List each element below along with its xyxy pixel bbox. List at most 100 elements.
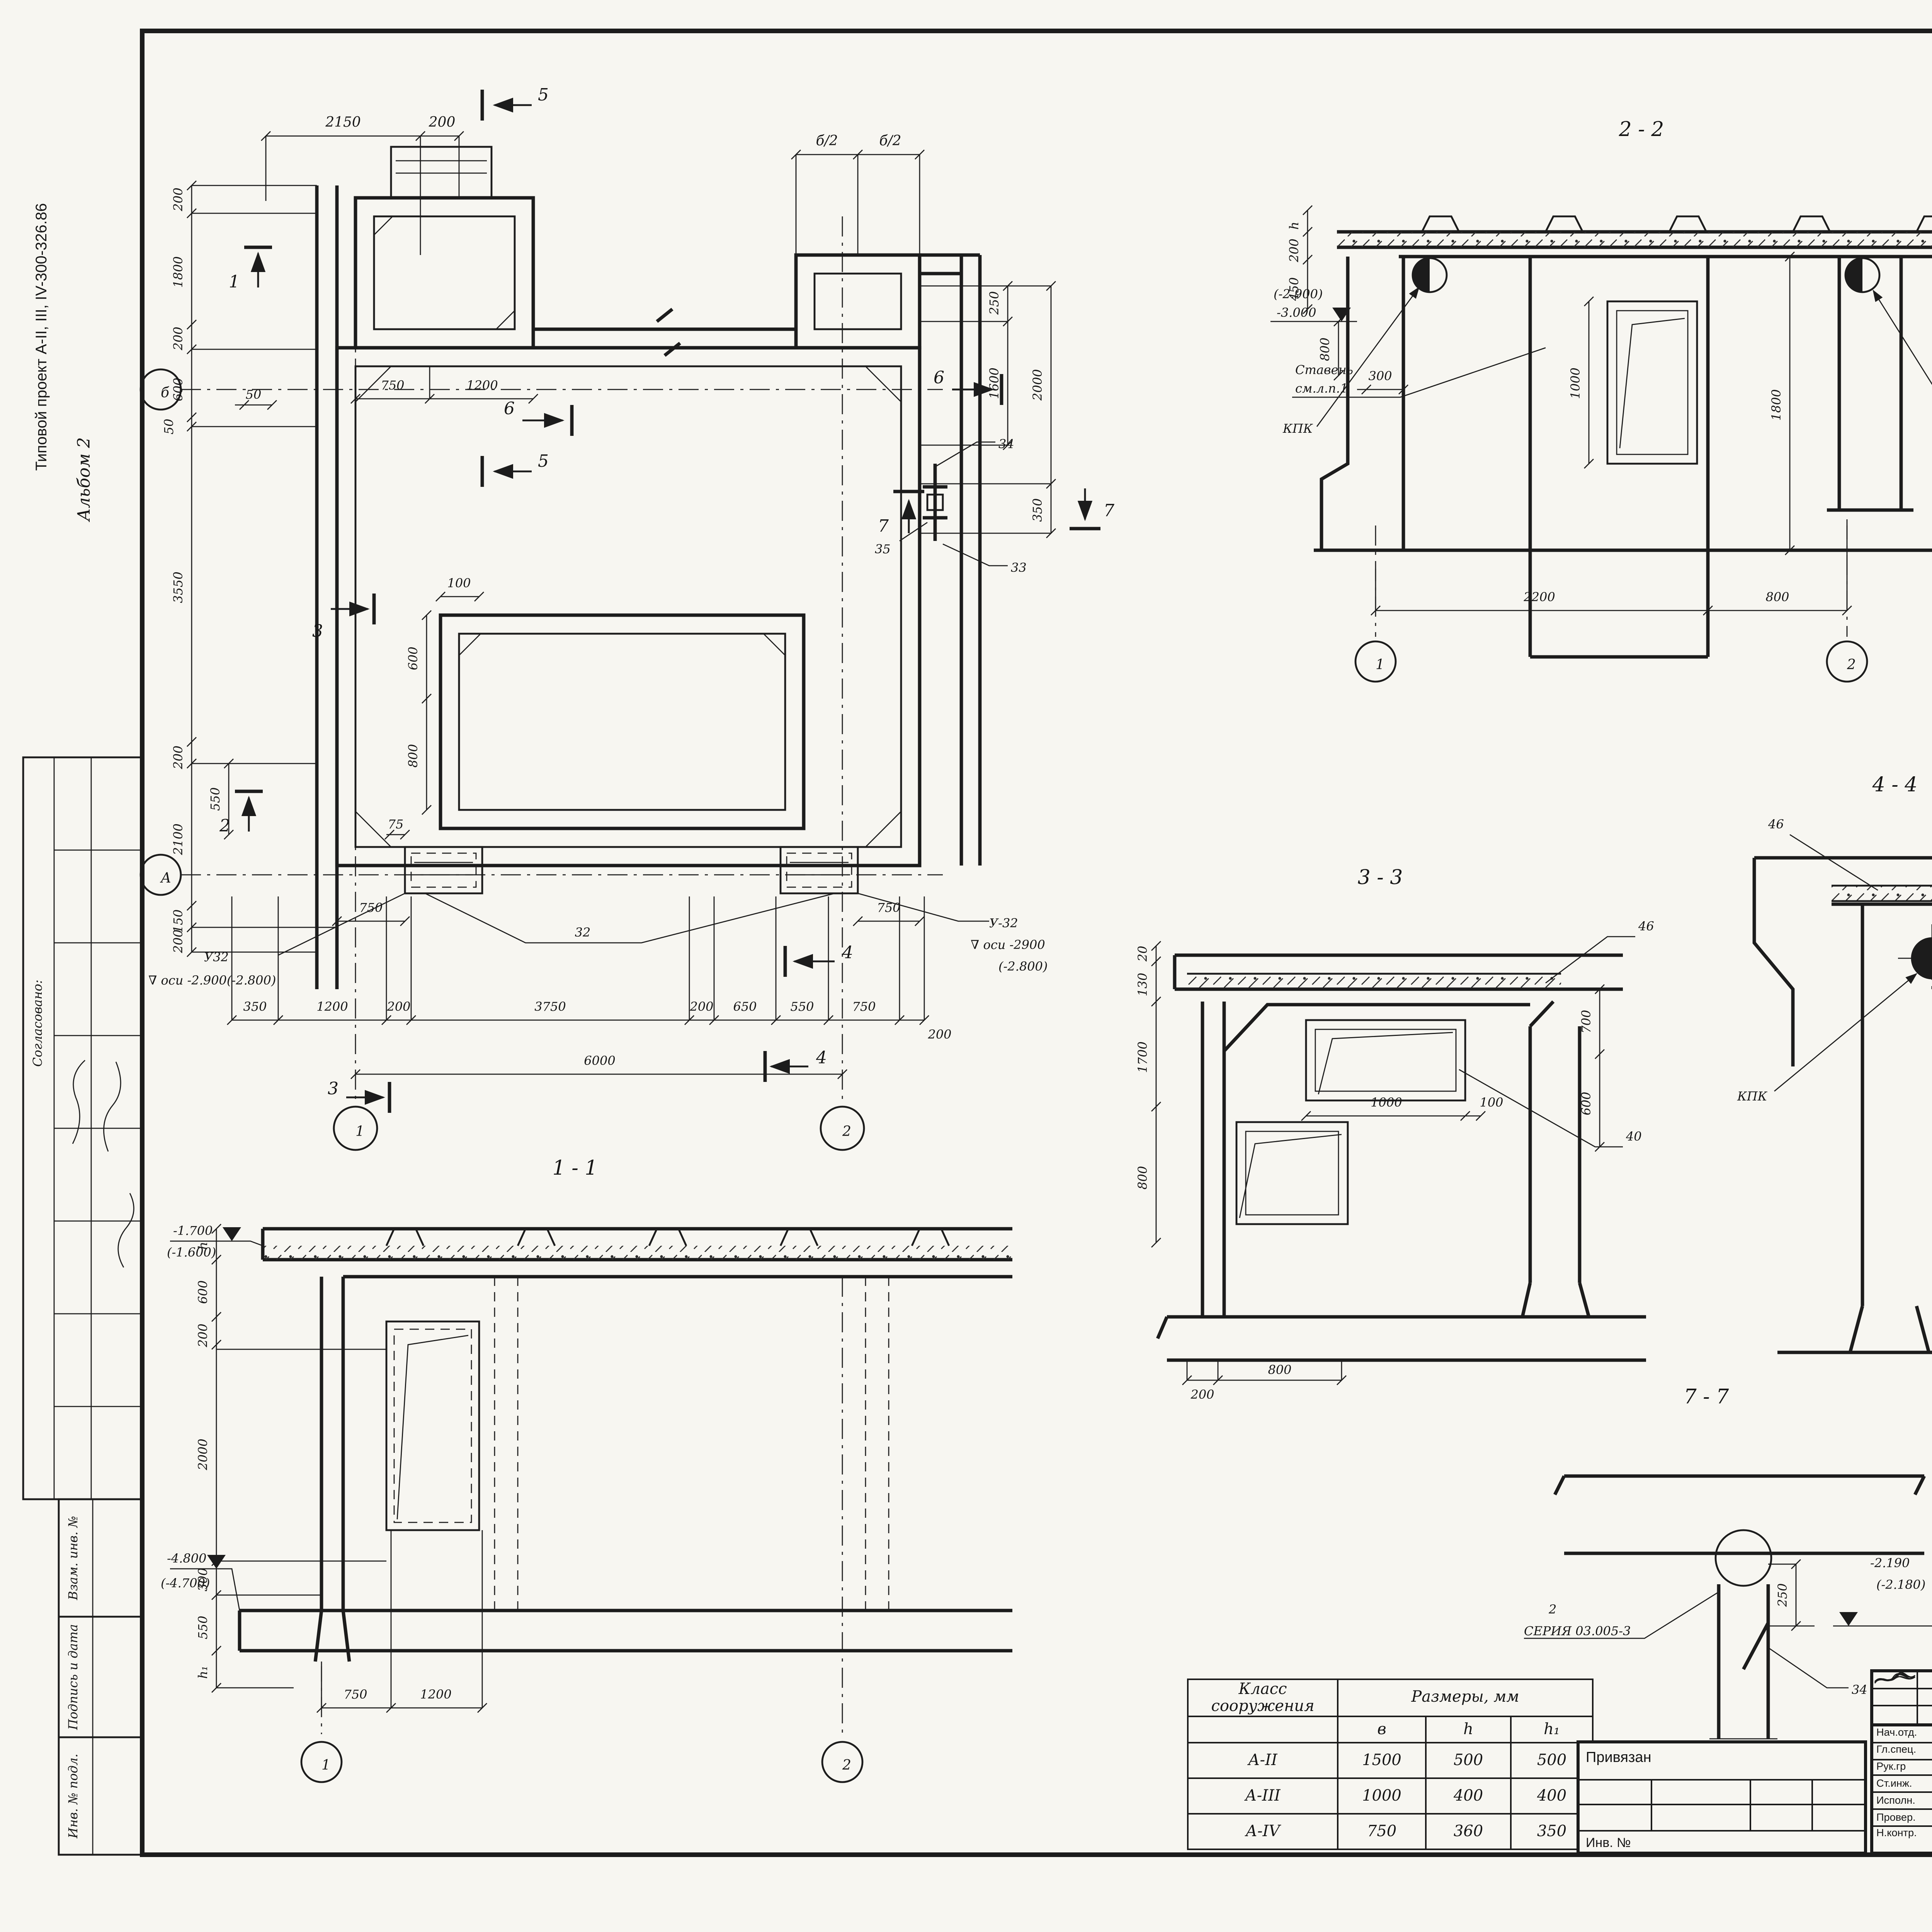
table-header: в bbox=[1337, 1716, 1427, 1743]
title-block: А - II, III, IV - 300 - 326.86 - КЖ Нач.… bbox=[1870, 1669, 1932, 1855]
callout-label: СЕРИЯ 03.005-3 bbox=[1524, 1624, 1631, 1638]
dim-label: 200 bbox=[429, 114, 456, 130]
left-stamp-strip: Типовой проект А-II, III, IV-300-326.86 … bbox=[22, 203, 143, 1856]
dim-label: 1000 bbox=[1568, 367, 1583, 399]
dim-label: 200 bbox=[386, 999, 410, 1014]
svg-text:3: 3 bbox=[312, 621, 323, 641]
side-project-label: Типовой проект А-II, III, IV-300-326.86 bbox=[33, 203, 50, 471]
table-header: Размеры, мм bbox=[1337, 1679, 1594, 1717]
podpis-label: Подпись и дата bbox=[66, 1624, 80, 1730]
dim-label: 550 bbox=[208, 787, 223, 811]
callout-label: ∇ оси -2.900(-2.800) bbox=[148, 973, 276, 988]
svg-text:3: 3 bbox=[328, 1079, 338, 1099]
axis-label: А bbox=[160, 870, 171, 886]
signature-squiggle bbox=[72, 1060, 134, 1268]
anchor-detail bbox=[923, 464, 947, 541]
dim-label: 750 bbox=[852, 999, 876, 1014]
dim-label: h₁ bbox=[196, 1666, 210, 1679]
dim-label: h bbox=[1287, 222, 1301, 230]
callout-label: 34 bbox=[998, 437, 1014, 451]
dim-label: б/2 bbox=[879, 133, 901, 149]
callout-label: КПК bbox=[1282, 421, 1313, 436]
dim-label: 3550 bbox=[171, 571, 185, 603]
dim-label: б/2 bbox=[816, 133, 838, 149]
dim-label: 350 bbox=[243, 999, 267, 1014]
callout-label: 40 bbox=[1626, 1129, 1642, 1144]
callout-label: 34 bbox=[1852, 1682, 1867, 1697]
dim-label: 2000 bbox=[1030, 369, 1045, 401]
dim-label: 100 bbox=[447, 576, 471, 590]
dim-label: 350 bbox=[1030, 498, 1045, 522]
dim-label: 200 bbox=[196, 1323, 210, 1347]
dim-label: 800 bbox=[1765, 590, 1789, 604]
dim-label: 1800 bbox=[171, 256, 185, 287]
callout-label: КПК bbox=[1737, 1089, 1768, 1104]
window-opening bbox=[1305, 1019, 1466, 1102]
dim-label: 1200 bbox=[466, 378, 498, 393]
dim-label: 1000 bbox=[1371, 1095, 1402, 1110]
dim-label: 150 bbox=[171, 909, 185, 933]
dim-label: 1600 bbox=[987, 367, 1002, 399]
svg-text:7: 7 bbox=[1104, 501, 1114, 520]
elevation-label: (-2.180) bbox=[1876, 1577, 1925, 1592]
dim-label: 200 bbox=[171, 929, 185, 953]
side-album-label: Альбом 2 bbox=[74, 437, 94, 522]
view-title: 4 - 4 bbox=[1872, 773, 1918, 796]
elevation-label: (-2.900) bbox=[1274, 287, 1323, 301]
svg-text:4: 4 bbox=[816, 1048, 827, 1068]
elevation-label: (-4.700) bbox=[161, 1576, 210, 1590]
axis-label: 2 bbox=[1847, 657, 1856, 673]
callout-label: 46 bbox=[1768, 817, 1784, 832]
dim-label: 6000 bbox=[584, 1053, 615, 1068]
axis-label: 1 bbox=[321, 1757, 330, 1773]
elevation-label: -4.800 bbox=[167, 1551, 206, 1566]
dim-label: 200 bbox=[171, 745, 185, 769]
dim-label: 250 bbox=[987, 291, 1002, 315]
dim-label: 750 bbox=[344, 1687, 367, 1702]
dim-label: 600 bbox=[406, 646, 420, 670]
axis-label: 1 bbox=[355, 1124, 364, 1139]
axis-label: б bbox=[161, 385, 170, 401]
callout-label: У-32 bbox=[989, 916, 1018, 930]
dim-label: 700 bbox=[1579, 1010, 1594, 1033]
inventory-label: Инв. № bbox=[1586, 1835, 1631, 1850]
callout-label: У32 bbox=[204, 950, 229, 964]
dim-label: 550 bbox=[790, 999, 814, 1014]
shutter-opening bbox=[779, 846, 859, 895]
signature-row: Провер.Россиева bbox=[1873, 1676, 1932, 1827]
agreed-label: Согласовано: bbox=[30, 980, 45, 1066]
shutter-opening bbox=[404, 846, 483, 895]
dim-label: h bbox=[196, 1242, 210, 1250]
table-header: h₁ bbox=[1510, 1716, 1594, 1743]
inv-label: Инв. № подл. bbox=[66, 1753, 80, 1838]
callout-label: 46 bbox=[1638, 919, 1654, 934]
dim-label: 200 bbox=[1190, 1387, 1214, 1402]
signature-row: Н.контр.Крадинова bbox=[1873, 1673, 1932, 1842]
section-7-7: 7 - 7 2 СЕРИЯ 03.005-3 250 -2.190 (-2.18… bbox=[1524, 1385, 1932, 1740]
dim-label: 50 bbox=[162, 419, 176, 435]
dim-label: 200 bbox=[171, 327, 185, 350]
dim-label: 1700 bbox=[1135, 1041, 1150, 1073]
view-title: 3 - 3 bbox=[1358, 866, 1403, 889]
callout-label: (-2.800) bbox=[998, 959, 1048, 974]
dim-label: 450 bbox=[1287, 277, 1301, 301]
callout-label: см.л.п.1 bbox=[1295, 381, 1348, 396]
callout-label: 33 bbox=[1011, 560, 1027, 575]
callout-label: 2 bbox=[1548, 1602, 1556, 1617]
signature-row: Нач.отд.Даниленко bbox=[1873, 1673, 1932, 1743]
binding-label: Привязан bbox=[1580, 1743, 1864, 1781]
dim-label: 250 bbox=[1775, 1583, 1790, 1607]
svg-text:7: 7 bbox=[878, 516, 889, 536]
plan-view: б А 1 2 2150 200 б/2 б/2 200 1800 200 60… bbox=[139, 85, 1114, 1151]
window-opening bbox=[385, 1320, 480, 1531]
dim-label: 100 bbox=[1480, 1095, 1503, 1110]
dim-label: 1200 bbox=[420, 1687, 451, 1702]
binding-grid bbox=[1580, 1781, 1864, 1832]
